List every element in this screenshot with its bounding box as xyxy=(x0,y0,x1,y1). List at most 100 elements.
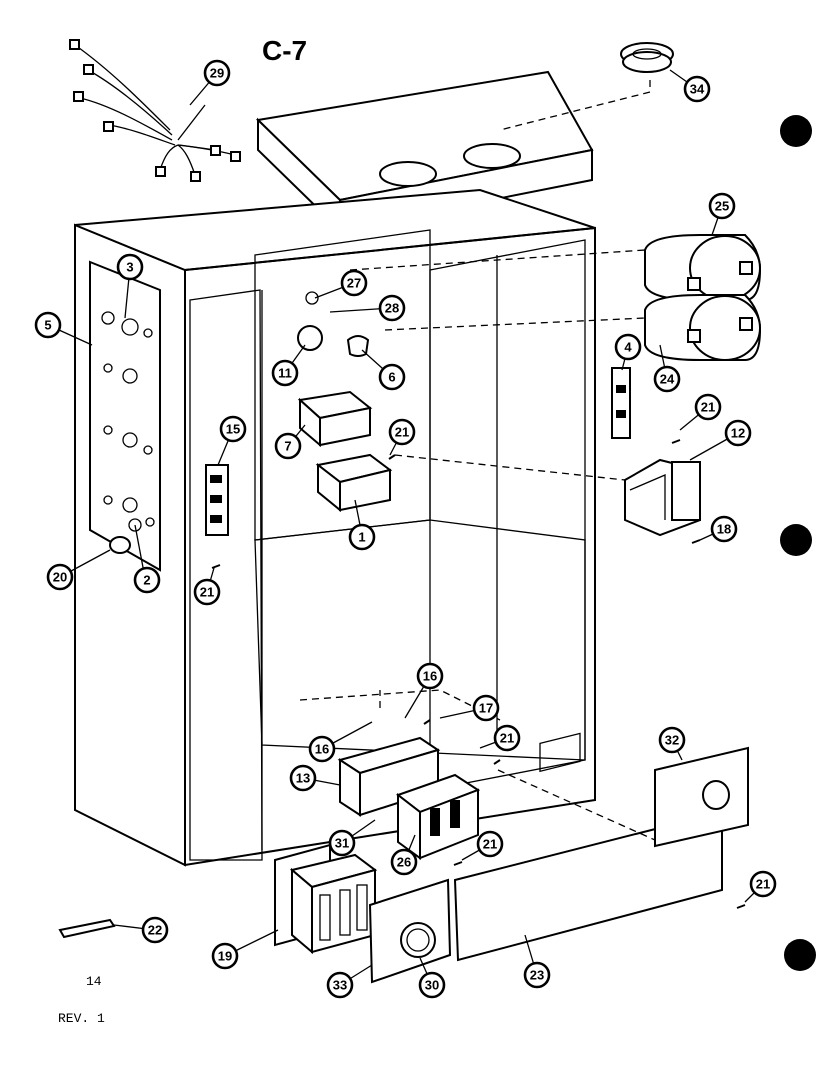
svg-text:21: 21 xyxy=(701,400,715,415)
access-panel-small xyxy=(368,878,452,984)
callout-22: 22 xyxy=(113,916,169,944)
callout-28: 28 xyxy=(329,294,406,322)
callout-11: 11 xyxy=(271,344,306,387)
callout-29: 29 xyxy=(189,59,231,106)
svg-text:4: 4 xyxy=(624,340,632,355)
svg-text:16: 16 xyxy=(315,742,329,757)
relay-upper xyxy=(297,390,373,448)
wire-harness xyxy=(69,39,241,182)
svg-text:21: 21 xyxy=(200,585,214,600)
callout-16-right: 16 xyxy=(404,662,444,719)
callout-3: 3 xyxy=(116,253,144,319)
svg-text:1: 1 xyxy=(358,530,365,545)
pilot-light-part xyxy=(297,325,323,351)
svg-text:17: 17 xyxy=(479,701,493,716)
svg-text:2: 2 xyxy=(143,573,150,588)
svg-text:19: 19 xyxy=(218,949,232,964)
svg-text:30: 30 xyxy=(425,978,439,993)
svg-text:28: 28 xyxy=(385,301,399,316)
callout-12: 12 xyxy=(689,419,752,461)
front-cover-panel xyxy=(453,732,723,962)
callout-15: 15 xyxy=(217,415,247,466)
callout-27: 27 xyxy=(314,269,368,299)
callout-25: 25 xyxy=(708,192,736,236)
callout-21-b: 21 xyxy=(388,418,416,456)
svg-text:26: 26 xyxy=(397,855,411,870)
callout-21-a: 21 xyxy=(679,393,722,431)
callout-1: 1 xyxy=(348,499,376,551)
capacitor-upper xyxy=(644,234,762,301)
binder-hole-bottom xyxy=(784,939,816,971)
terminal-block xyxy=(611,367,631,439)
callout-18: 18 xyxy=(699,515,738,543)
capacitor-lower xyxy=(644,294,762,361)
bushing-part xyxy=(109,536,131,554)
svg-text:3: 3 xyxy=(126,260,133,275)
svg-text:23: 23 xyxy=(530,968,544,983)
svg-text:7: 7 xyxy=(284,439,291,454)
callout-32: 32 xyxy=(658,726,686,761)
callout-24: 24 xyxy=(653,344,681,393)
callout-30: 30 xyxy=(418,957,446,999)
svg-text:33: 33 xyxy=(333,978,347,993)
callout-16-left: 16 xyxy=(308,721,373,763)
svg-text:15: 15 xyxy=(226,422,240,437)
svg-text:29: 29 xyxy=(210,66,224,81)
callout-21-d: 21 xyxy=(479,724,521,752)
callout-7: 7 xyxy=(274,424,306,460)
callout-6: 6 xyxy=(361,349,406,391)
svg-text:22: 22 xyxy=(148,923,162,938)
binder-hole-top xyxy=(780,115,812,147)
callout-2: 2 xyxy=(133,524,161,594)
svg-text:20: 20 xyxy=(53,570,67,585)
svg-text:13: 13 xyxy=(296,771,310,786)
callout-4: 4 xyxy=(614,333,642,371)
binder-hole-middle xyxy=(780,524,812,556)
svg-text:12: 12 xyxy=(731,426,745,441)
contactor-assembly xyxy=(274,843,378,955)
side-mounting-plate xyxy=(89,260,161,572)
callout-17: 17 xyxy=(439,694,500,722)
transformer-part xyxy=(624,458,701,537)
screw-parts xyxy=(211,439,746,909)
diagram-title: C-7 xyxy=(262,35,307,66)
callout-33: 33 xyxy=(326,964,373,999)
svg-text:6: 6 xyxy=(388,370,395,385)
svg-text:21: 21 xyxy=(395,425,409,440)
callout-13: 13 xyxy=(289,764,341,792)
callout-20: 20 xyxy=(46,549,111,591)
svg-text:34: 34 xyxy=(690,82,705,97)
relay-lower xyxy=(315,453,393,513)
svg-text:32: 32 xyxy=(665,733,679,748)
svg-text:21: 21 xyxy=(500,731,514,746)
revision-label: REV. 1 xyxy=(58,1011,105,1026)
callout-21-f: 21 xyxy=(744,870,777,903)
svg-text:27: 27 xyxy=(347,276,361,291)
callout-21-c: 21 xyxy=(193,567,221,606)
callout-5: 5 xyxy=(34,311,93,346)
callout-23: 23 xyxy=(523,934,551,989)
page-number: 14 xyxy=(86,974,102,989)
callout-19: 19 xyxy=(211,929,279,970)
svg-text:31: 31 xyxy=(335,836,349,851)
svg-text:18: 18 xyxy=(717,522,731,537)
callout-34: 34 xyxy=(669,69,711,103)
callout-26: 26 xyxy=(390,834,418,876)
fuse-part xyxy=(58,918,116,939)
grommet-part xyxy=(620,42,674,73)
mounting-bracket xyxy=(337,736,441,817)
svg-text:21: 21 xyxy=(756,877,770,892)
svg-text:16: 16 xyxy=(423,669,437,684)
rear-access-panel xyxy=(654,746,749,848)
terminal-strip xyxy=(205,464,229,536)
svg-text:24: 24 xyxy=(660,372,675,387)
svg-text:25: 25 xyxy=(715,199,729,214)
callout-31: 31 xyxy=(328,819,376,857)
svg-text:5: 5 xyxy=(44,318,51,333)
svg-text:11: 11 xyxy=(278,366,292,381)
svg-text:21: 21 xyxy=(483,837,497,852)
contactor-part xyxy=(395,773,481,860)
callout-21-e: 21 xyxy=(461,830,504,861)
